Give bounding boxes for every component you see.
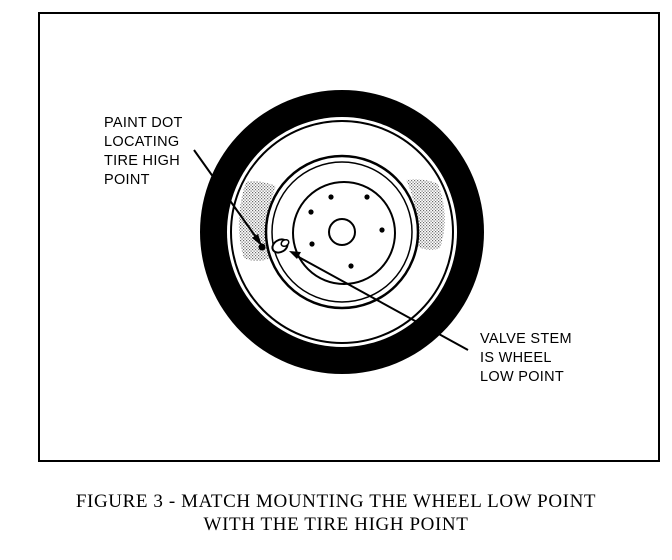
valve-stem-arrowhead bbox=[289, 251, 301, 259]
lug-hole bbox=[379, 227, 385, 233]
paint-dot-label-line: LOCATING bbox=[104, 134, 180, 150]
caption-line-2: WITH THE TIRE HIGH POINT bbox=[203, 514, 469, 535]
caption-line-1: FIGURE 3 - MATCH MOUNTING THE WHEEL LOW … bbox=[75, 491, 597, 512]
valve-stem-label-line: IS WHEEL bbox=[480, 350, 552, 366]
paint-dot-label-line: POINT bbox=[104, 172, 150, 188]
paint-dot-arrowhead bbox=[252, 234, 262, 246]
valve-stem-label-line: LOW POINT bbox=[480, 369, 565, 385]
paint-dot-label-line: PAINT DOT bbox=[104, 115, 183, 131]
figure-caption: FIGURE 3 - MATCH MOUNTING THE WHEEL LOW … bbox=[0, 490, 672, 536]
paint-dot-label-line: TIRE HIGH bbox=[104, 153, 181, 169]
paint-dot-label: PAINT DOT LOCATING TIRE HIGH POINT bbox=[104, 114, 183, 190]
center-bore bbox=[328, 218, 356, 246]
stipple-right bbox=[406, 179, 445, 250]
lug-hole bbox=[328, 194, 334, 200]
valve-stem bbox=[271, 238, 290, 254]
valve-stem-label: VALVE STEM IS WHEEL LOW POINT bbox=[480, 330, 572, 387]
lug-hole bbox=[348, 263, 354, 269]
figure-frame bbox=[38, 12, 660, 462]
sidewall-ring bbox=[230, 120, 454, 344]
valve-stem-leader bbox=[294, 254, 469, 351]
valve-stem-label-line: VALVE STEM bbox=[480, 331, 572, 347]
lug-hole bbox=[308, 209, 314, 215]
rim-inner-ring bbox=[271, 161, 413, 303]
lug-hole bbox=[309, 241, 315, 247]
paint-dot-leader bbox=[193, 149, 259, 241]
lug-hole bbox=[364, 194, 370, 200]
paint-dot bbox=[258, 243, 266, 251]
